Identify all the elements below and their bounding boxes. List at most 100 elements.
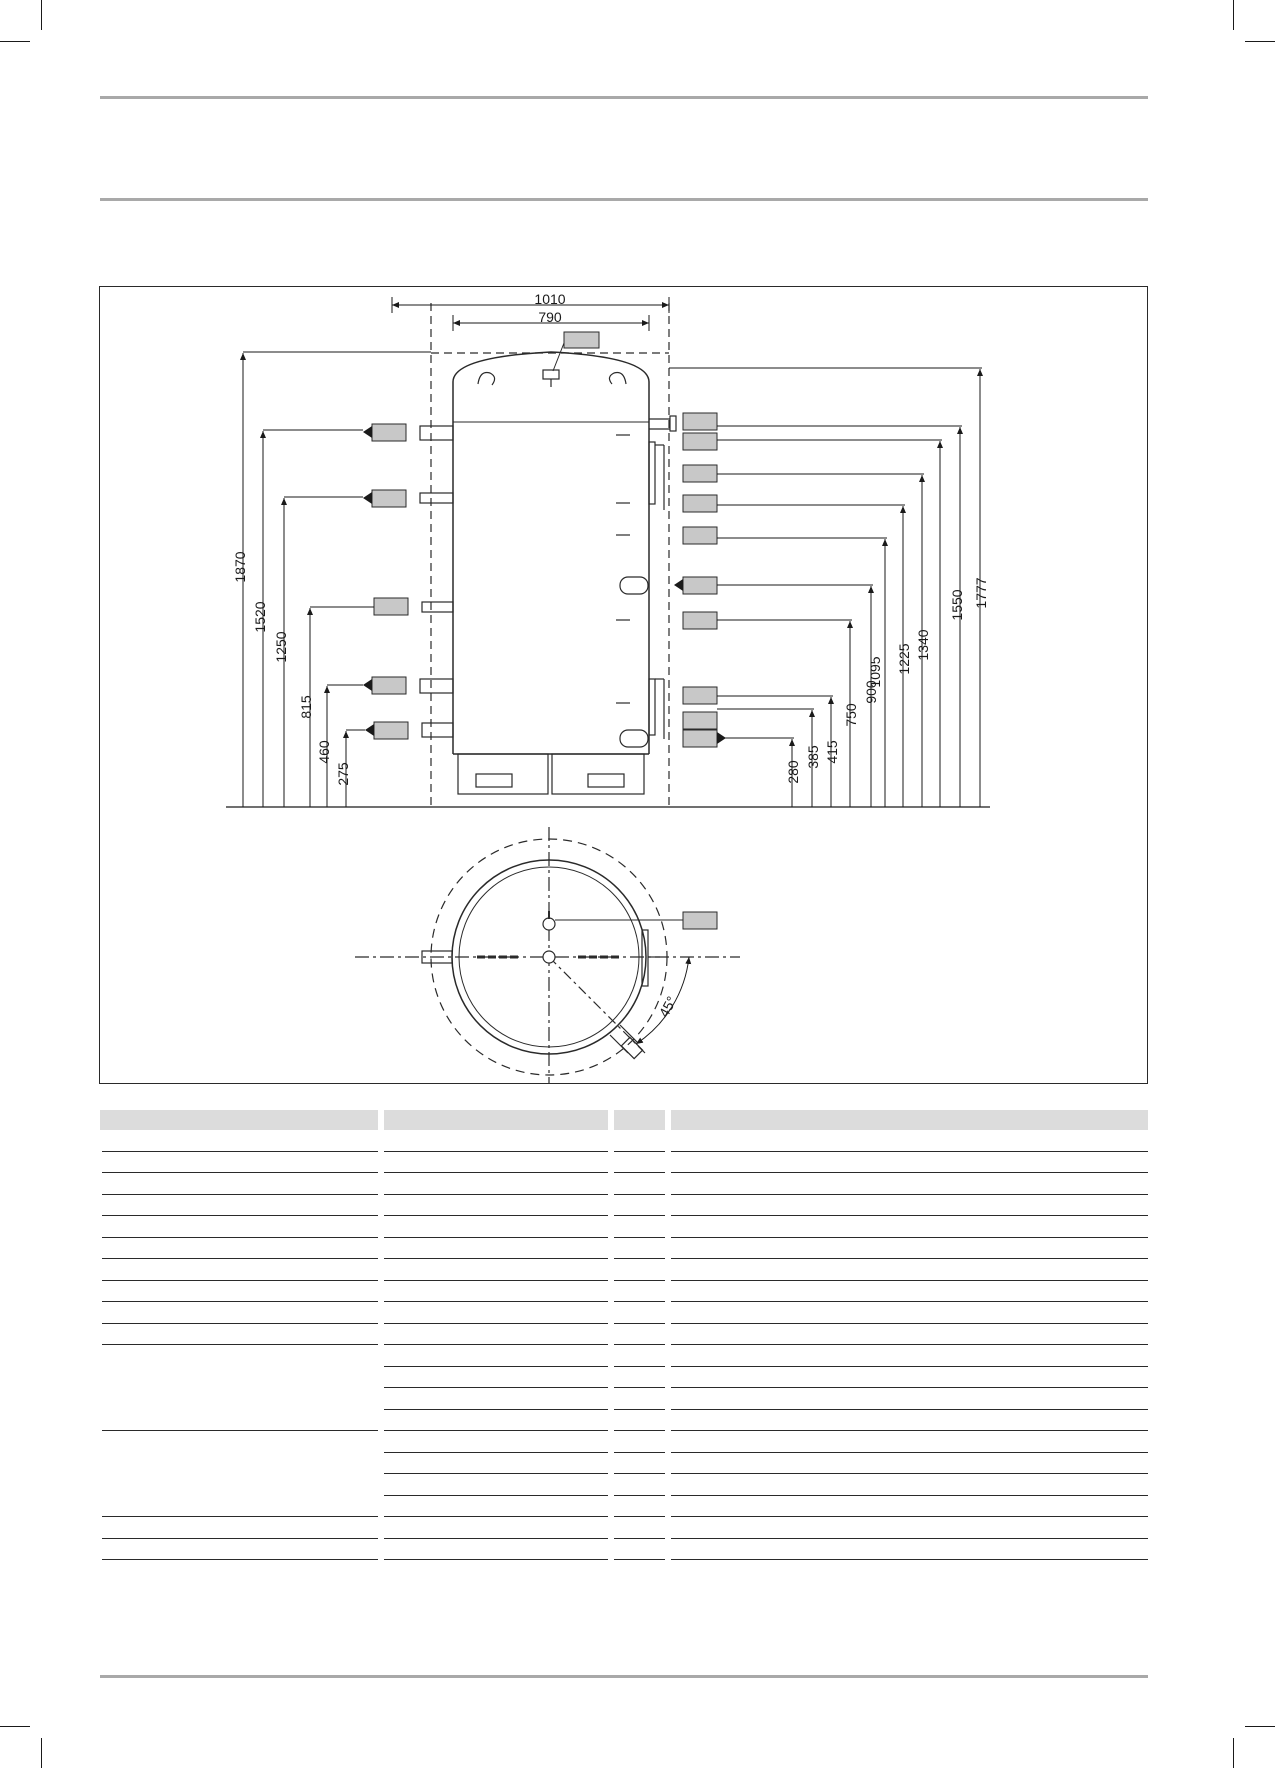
table-row [100, 1345, 1148, 1367]
dim-height-1340: 1340 [915, 629, 931, 660]
header-cell [614, 1110, 665, 1130]
table-row [100, 1496, 1148, 1517]
table-cell-rule [102, 1322, 378, 1324]
table-row [100, 1238, 1148, 1259]
table-cell-rule [384, 1172, 608, 1173]
table-row [100, 1517, 1148, 1539]
table-cell-rule [671, 1172, 1148, 1173]
table-body [100, 1130, 1148, 1560]
table-cell-rule [102, 1559, 378, 1560]
table-cell-rule [102, 1150, 378, 1152]
table-cell-rule [671, 1236, 1148, 1238]
table-cell-rule [671, 1193, 1148, 1195]
table-cell-rule [671, 1494, 1148, 1496]
table-cell-rule [384, 1322, 608, 1324]
table-cell-rule [614, 1236, 665, 1238]
table-cell-rule [671, 1150, 1148, 1152]
table-header [100, 1110, 1148, 1130]
table-cell-rule [671, 1301, 1148, 1302]
table-cell-rule [614, 1408, 665, 1410]
dim-height-415: 415 [824, 740, 840, 764]
table-cell-rule [614, 1559, 665, 1560]
table-row [100, 1367, 1148, 1388]
table-cell-rule [614, 1516, 665, 1517]
table-cell-rule [384, 1236, 608, 1238]
table-cell-rule [384, 1193, 608, 1195]
table-cell-rule [671, 1537, 1148, 1539]
section-rule [100, 198, 1148, 201]
table-cell-rule [671, 1559, 1148, 1560]
table-cell-rule [671, 1279, 1148, 1281]
table-cell-rule [614, 1322, 665, 1324]
table-cell-rule [671, 1365, 1148, 1367]
table-cell-rule [102, 1193, 378, 1195]
table-cell-rule [384, 1301, 608, 1302]
tank-dimension-drawing: 1010 790 1870 1520 1250 815 460 275 [226, 291, 990, 1083]
crop-mark [1233, 0, 1234, 30]
table-cell-rule [614, 1537, 665, 1539]
table-cell-rule [614, 1451, 665, 1453]
table-cell-rule [102, 1172, 378, 1173]
specification-table [100, 1110, 1148, 1560]
footer-rule [100, 1675, 1148, 1678]
left-dimension-lines [240, 351, 431, 807]
dim-width-outer: 1010 [534, 291, 565, 307]
crop-mark [1245, 1726, 1275, 1727]
table-cell-rule [614, 1494, 665, 1496]
crop-mark [0, 1726, 30, 1727]
table-cell-rule [614, 1387, 665, 1388]
table-cell-rule [614, 1215, 665, 1216]
top-dimension-lines [391, 297, 670, 331]
table-cell-rule [102, 1430, 378, 1431]
table-cell-rule [384, 1473, 608, 1474]
header-cell [100, 1110, 378, 1130]
table-cell-rule [614, 1473, 665, 1474]
right-dimension-lines [669, 367, 983, 807]
table-row [100, 1539, 1148, 1560]
table-row [100, 1388, 1148, 1410]
crop-mark [41, 1738, 42, 1768]
table-row [100, 1324, 1148, 1345]
table-cell-rule [671, 1408, 1148, 1410]
table-cell-rule [384, 1344, 608, 1345]
table-row [100, 1152, 1148, 1173]
table-cell-rule [384, 1365, 608, 1367]
table-cell-rule [614, 1150, 665, 1152]
table-cell-rule [671, 1215, 1148, 1216]
table-row [100, 1431, 1148, 1453]
dim-height-460: 460 [316, 740, 332, 764]
table-cell-rule [384, 1150, 608, 1152]
table-cell-rule [384, 1537, 608, 1539]
table-cell-rule [671, 1451, 1148, 1453]
table-cell-rule [384, 1215, 608, 1216]
dim-height-1550: 1550 [949, 589, 965, 620]
table-cell-rule [102, 1301, 378, 1302]
crop-mark [1245, 41, 1275, 42]
table-cell-rule [671, 1258, 1148, 1259]
dim-height-750: 750 [843, 703, 859, 727]
table-cell-rule [614, 1258, 665, 1259]
dim-height-385: 385 [805, 745, 821, 769]
table-row [100, 1216, 1148, 1238]
table-cell-rule [614, 1172, 665, 1173]
table-row [100, 1410, 1148, 1431]
crop-mark [0, 41, 30, 42]
dim-height-1520: 1520 [252, 601, 268, 632]
table-cell-rule [614, 1344, 665, 1345]
table-cell-rule [384, 1279, 608, 1281]
table-cell-rule [614, 1279, 665, 1281]
angle-arc [635, 956, 692, 1045]
table-row [100, 1259, 1148, 1281]
table-cell-rule [671, 1473, 1148, 1474]
dim-height-900: 900 [863, 680, 879, 704]
table-cell-rule [384, 1408, 608, 1410]
table-row [100, 1130, 1148, 1152]
header-cell [671, 1110, 1148, 1130]
dim-height-1095: 1095 [867, 656, 883, 687]
table-cell-rule [102, 1516, 378, 1517]
dimension-drawing-frame: 1010 790 1870 1520 1250 815 460 275 [99, 286, 1148, 1084]
dim-height-815: 815 [298, 695, 314, 719]
table-cell-rule [102, 1258, 378, 1259]
dim-height-275: 275 [335, 762, 351, 786]
tank-plan-view [355, 827, 740, 1083]
